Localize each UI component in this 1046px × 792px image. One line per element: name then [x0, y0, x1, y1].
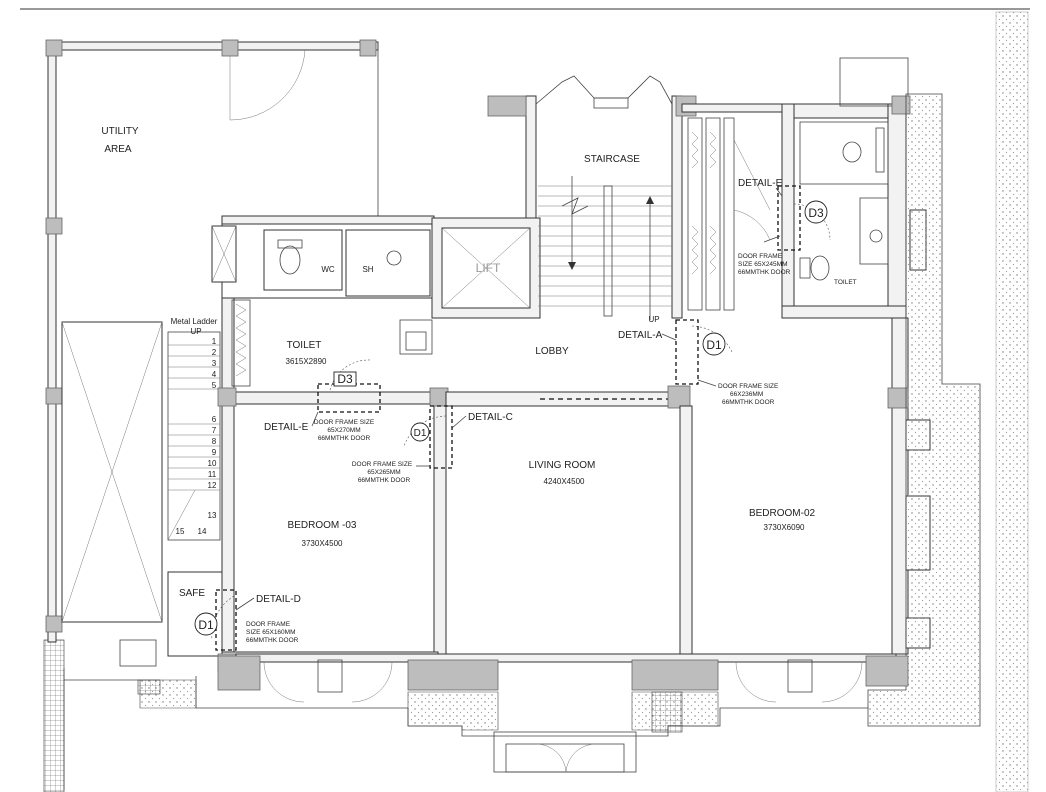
ladder-up: UP: [190, 327, 201, 336]
frame-note-d: SIZE 65X160MM: [246, 629, 296, 636]
utility-area: [45, 39, 379, 643]
room-label-lobby: LOBBY: [535, 346, 569, 357]
room-label-safe: SAFE: [179, 588, 205, 599]
ladder-step: 10: [208, 459, 217, 468]
ladder-step: 15: [176, 527, 185, 536]
detail-label-a: DETAIL-A: [618, 330, 663, 341]
lobby-living-divider: [445, 385, 691, 409]
room-label-utility: UTILITY: [101, 126, 139, 137]
ladder-step: 1: [212, 337, 217, 346]
room-label-bedroom-02: BEDROOM-02: [749, 508, 816, 519]
ladder-step: 7: [212, 426, 217, 435]
room-size-bedroom-02: 3730X6090: [764, 523, 805, 532]
room-label-wc: WC: [321, 265, 335, 274]
ladder-step: 6: [212, 415, 217, 424]
landscape-strip: [995, 11, 1029, 792]
metal-ladder: [167, 331, 221, 541]
room-label-toilet-right: TOILET: [834, 279, 857, 286]
shaft: [61, 321, 163, 623]
door-tag-d1-lobby: D1: [702, 332, 726, 356]
door-tag-d1-safe: D1: [194, 612, 218, 636]
frame-note-d3-left: 65X270MM: [327, 427, 360, 434]
frame-note-d: 66MMTHK DOOR: [246, 637, 299, 644]
frame-note-a: 66X236MM: [730, 391, 763, 398]
room-size-living: 4240X4500: [544, 477, 585, 486]
svg-text:D3: D3: [337, 372, 353, 386]
ladder-step: 3: [212, 359, 217, 368]
safe-room: [119, 571, 225, 667]
door-tag-d3-left: D3: [333, 371, 357, 387]
room-label-living: LIVING ROOM: [529, 460, 596, 471]
hatch-strip: [43, 639, 65, 792]
svg-text:D3: D3: [808, 206, 824, 220]
toilet-right-block: [781, 57, 911, 319]
bottom-facade: [63, 653, 909, 790]
room-label-area: AREA: [104, 144, 132, 155]
door-tag-d1-living: D1: [410, 422, 430, 442]
ladder-step: 9: [212, 448, 217, 457]
ladder-step: 4: [212, 370, 217, 379]
ladder-step: 14: [198, 527, 207, 536]
room-label-staircase: STAIRCASE: [584, 154, 640, 165]
room-label-toilet-left: TOILET: [287, 340, 322, 351]
frame-note-c: DOOR FRAME SIZE: [352, 461, 413, 468]
lift-shaft: [431, 217, 541, 319]
ladder-title: Metal Ladder: [171, 317, 218, 326]
room-size-toilet-left: 3615X2890: [286, 357, 327, 366]
svg-text:D1: D1: [414, 428, 427, 439]
ladder-step: 2: [212, 348, 217, 357]
door-tag-d3-right: D3: [804, 200, 828, 224]
frame-note-e-right: 66MMTHK DOOR: [738, 269, 791, 276]
frame-note-e-right: DOOR FRAME: [738, 253, 783, 260]
detail-label-e-right: DETAIL-E: [738, 178, 783, 189]
svg-text:D1: D1: [198, 618, 214, 632]
toilet-left-block: [211, 215, 435, 387]
wardrobe-block: [681, 103, 783, 311]
room-label-bedroom-03: BEDROOM -03: [288, 520, 357, 531]
frame-note-d3-left: DOOR FRAME SIZE: [314, 419, 375, 426]
right-planter: [867, 93, 981, 727]
svg-text:D1: D1: [706, 338, 722, 352]
frame-note-c: 66MMTHK DOOR: [358, 477, 411, 484]
room-label-lift: LIFT: [476, 261, 501, 275]
ladder-step: 5: [212, 381, 217, 390]
ladder-step: 13: [208, 511, 217, 520]
detail-label-d: DETAIL-D: [256, 594, 301, 605]
frame-note-c: 65X265MM: [367, 469, 400, 476]
living-room-walls: [429, 405, 697, 677]
ladder-step: 12: [208, 481, 217, 490]
ladder-step: 11: [208, 470, 217, 479]
room-label-sh: SH: [362, 265, 373, 274]
stair-up-label: UP: [648, 315, 659, 324]
room-size-bedroom-03: 3730X4500: [302, 539, 343, 548]
frame-note-a: DOOR FRAME SIZE: [718, 383, 779, 390]
frame-note-e-right: SIZE 65X245MM: [738, 261, 788, 268]
detail-label-c: DETAIL-C: [468, 412, 513, 423]
ladder-step: 8: [212, 437, 217, 446]
frame-note-d3-left: 66MMTHK DOOR: [318, 435, 371, 442]
detail-label-e-left: DETAIL-E: [264, 422, 309, 433]
frame-note-a: 66MMTHK DOOR: [722, 399, 775, 406]
staircase-walls: [487, 75, 697, 320]
frame-note-d: DOOR FRAME: [246, 621, 291, 628]
